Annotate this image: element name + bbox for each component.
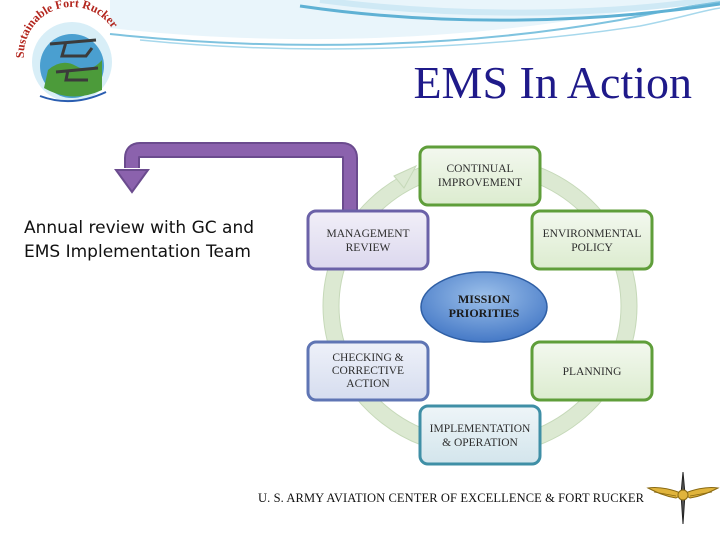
management-line-2: REVIEW xyxy=(346,242,391,254)
center-line-2: PRIORITIES xyxy=(449,306,520,320)
management-line-1: MANAGEMENT xyxy=(326,228,409,240)
continual-line-1: CONTINUAL xyxy=(446,163,513,175)
page-title: EMS In Action xyxy=(413,57,692,108)
footer-text: U. S. ARMY AVIATION CENTER OF EXCELLENCE… xyxy=(258,491,645,505)
checking-line-1: CHECKING & xyxy=(332,352,403,364)
checking-line-2: CORRECTIVE xyxy=(332,365,404,377)
node-environmental-policy: ENVIRONMENTAL POLICY xyxy=(530,209,654,271)
node-management-review: MANAGEMENT REVIEW xyxy=(306,209,430,271)
node-checking-corrective-action: CHECKING & CORRECTIVE ACTION xyxy=(306,340,430,402)
checking-line-3: ACTION xyxy=(346,378,390,390)
review-caption: Annual review with GC and EMS Implementa… xyxy=(24,216,294,264)
planning-line-1: PLANNING xyxy=(563,366,622,378)
policy-line-2: POLICY xyxy=(571,242,613,254)
sustainable-fort-rucker-logo: Sustainable Fort Rucker xyxy=(13,0,122,103)
aviation-insignia-icon xyxy=(646,471,720,525)
continual-line-2: IMPROVEMENT xyxy=(438,177,522,189)
node-mission-priorities: MISSION PRIORITIES xyxy=(420,271,548,343)
node-planning: PLANNING xyxy=(530,340,654,402)
caption-line-1: Annual review with GC and xyxy=(24,218,255,238)
node-implementation-operation: IMPLEMENTATION & OPERATION xyxy=(418,404,542,466)
node-continual-improvement: CONTINUAL IMPROVEMENT xyxy=(418,145,542,207)
policy-line-1: ENVIRONMENTAL xyxy=(543,228,642,240)
center-line-1: MISSION xyxy=(458,292,510,306)
implementation-line-1: IMPLEMENTATION xyxy=(430,423,531,435)
caption-line-2: EMS Implementation Team xyxy=(24,242,251,262)
header-swoosh xyxy=(109,0,720,50)
feedback-arrow xyxy=(114,142,358,214)
implementation-line-2: & OPERATION xyxy=(442,437,518,449)
